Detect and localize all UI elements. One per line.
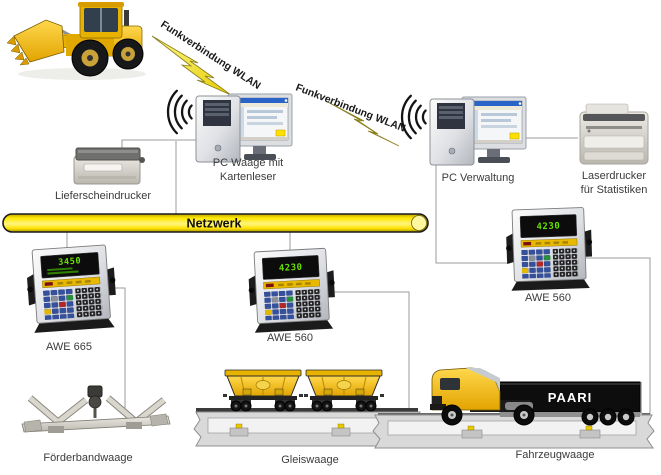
awe-560-right-display-value: 4230 [536,221,560,232]
label-laserdrucker: Laserdrucker für Statistiken [580,170,648,196]
connector-awe560mid-to-railscale [326,291,410,418]
awe-560-mid-terminal: 4230 [248,247,335,333]
label-fahrzeugwaage: Fahrzeugwaage [515,449,595,461]
label-lieferscheindrucker: Lieferscheindrucker [55,190,151,202]
rail-scale-illustration [193,408,423,447]
awe-560-right-terminal: 4230 [506,207,593,291]
truck-brand-logo: PAARI [548,390,592,405]
connector-pc2-to-awe560-right [435,162,510,264]
dot-matrix-printer-illustration [73,147,145,185]
wlan-bolt-right [325,100,400,147]
network-bus-label: Netzwerk [187,217,242,231]
belt-scale-illustration [21,385,171,433]
wheel-loader-illustration [6,2,146,80]
pc-waage-illustration [195,93,293,163]
pc-verwaltung-illustration [429,96,527,166]
awe-665-display-value: 3450 [58,256,82,268]
label-gleiswaage: Gleiswaage [281,454,339,466]
connector-awe560right-to-truckscale [584,257,651,420]
laser-printer-illustration [579,103,649,165]
connector-printer-to-pc1 [121,139,196,150]
label-pc-verwaltung: PC Verwaltung [441,172,515,184]
label-awe-560-right: AWE 560 [524,292,572,304]
hopper-wagons-illustration [223,369,385,412]
label-awe-560-mid: AWE 560 [266,332,314,344]
awe-665-terminal: 3450 [27,244,116,333]
wlan-label-right: Funkverbindung WLAN [294,82,407,135]
label-pc-waage: PC Waage mit Kartenleser [212,157,284,183]
label-foerderbandwaage: Förderbandwaage [43,452,133,464]
truck-illustration: PAARI [430,367,642,426]
label-awe-665: AWE 665 [45,341,93,353]
awe-560-mid-display-value: 4230 [279,263,303,274]
network-bus-bar: Netzwerk [2,213,429,233]
